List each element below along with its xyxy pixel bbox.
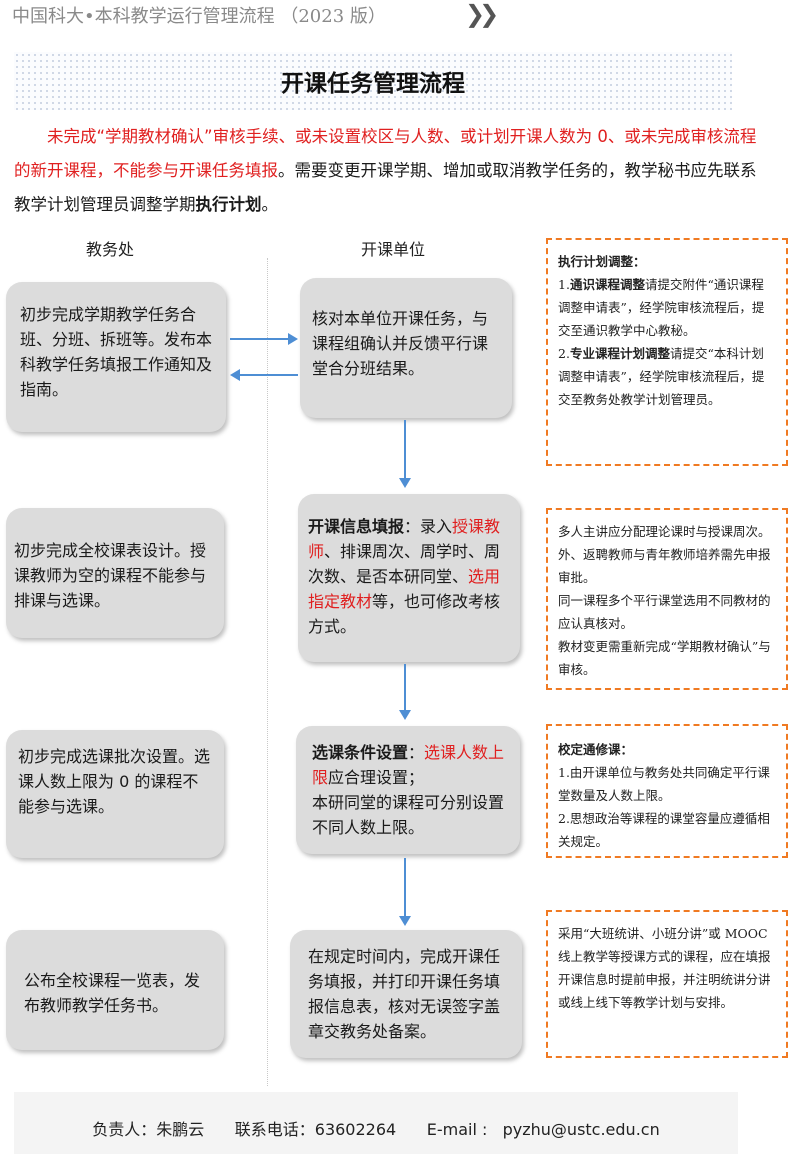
course-info-red-2: 选用指定教材 bbox=[308, 567, 501, 611]
left-box-selection-batch: 初步完成选课批次设置。选课人数上限为 0 的课程不能参与选课。 bbox=[6, 730, 224, 858]
page-title: 开课任务管理流程 bbox=[281, 71, 465, 97]
arrow-down-line-3 bbox=[404, 858, 406, 916]
note-item-number: 1. bbox=[558, 277, 570, 292]
note-plan-adjustment: 执行计划调整： 1.通识课程调整请提交附件“通识课程调整申请表”，经学院审核流程… bbox=[546, 238, 788, 466]
middle-box-course-info: 开课信息填报：录入授课教师、排课周次、周学时、周次数、是否本研同堂、选用指定教材… bbox=[298, 494, 520, 662]
note-line: 多人主讲应分配理论课时与授课周次。外、返聘教师与青年教师培养需先申报审批。 bbox=[558, 524, 771, 585]
intro-bold-text: 执行计划 bbox=[195, 195, 262, 214]
intro-warning-text: 未完成“学期教材确认”审核手续、或未设置校区与人数、或计划开课人数为 0、或未完… bbox=[14, 127, 757, 180]
column-divider bbox=[267, 258, 268, 1086]
arrow-down-icon bbox=[399, 478, 411, 488]
course-info-heading: 开课信息填报 bbox=[308, 517, 405, 536]
arrow-down-icon bbox=[399, 710, 411, 720]
intro-end-text: 。 bbox=[261, 195, 279, 214]
title-band bbox=[14, 52, 732, 110]
course-info-text-1: ：录入 bbox=[404, 517, 453, 536]
course-info-text-3: 等，也可修改考核方式。 bbox=[308, 592, 501, 636]
note-item-number: 2. bbox=[558, 346, 570, 361]
note-item-bold: 专业课程计划调整 bbox=[569, 346, 670, 361]
arrow-down-line-1 bbox=[404, 420, 406, 478]
selection-conditions-text-1: ： bbox=[408, 743, 425, 762]
column-heading-left: 教务处 bbox=[86, 240, 135, 259]
arrow-right-line bbox=[230, 338, 288, 340]
middle-box-selection-conditions: 选课条件设置：选课人数上限应合理设置； 本研同堂的课程可分别设置不同人数上限。 bbox=[296, 726, 520, 854]
selection-conditions-text-2: 应合理设置； bbox=[328, 768, 425, 787]
note-teacher-assignment: 多人主讲应分配理论课时与授课周次。外、返聘教师与青年教师培养需先申报审批。 同一… bbox=[546, 508, 788, 690]
selection-conditions-text-3: 本研同堂的课程可分别设置不同人数上限。 bbox=[312, 793, 505, 837]
note-required-courses-title: 校定通修课： bbox=[558, 742, 634, 757]
document-header-title: 中国科大•本科教学运行管理流程 （2023 版） bbox=[12, 6, 386, 27]
note-line: 同一课程多个平行课堂选用不同教材的应认真核对。 bbox=[558, 593, 771, 631]
footer-band bbox=[14, 1092, 738, 1154]
note-line: 教材变更需重新完成“学期教材确认”与审核。 bbox=[558, 639, 771, 677]
arrow-right-icon bbox=[288, 333, 298, 345]
left-box-schedule-design: 初步完成全校课表设计。授课教师为空的课程不能参与排课与选课。 bbox=[6, 508, 224, 638]
note-item-text: 请提交附件“通识课程调整申请表”，经学院审核流程后，提交至通识教学中心教秘。 bbox=[558, 277, 765, 338]
footer-contact: 负责人：朱鹏云 联系电话：63602264 E-mail : pyzhu@ust… bbox=[92, 1120, 660, 1139]
note-line: 2.思想政治等课程的课堂容量应遵循相关规定。 bbox=[558, 811, 770, 849]
note-teaching-mode: 采用“大班统讲、小班分讲”或 MOOC 线上教学等授课方式的课程，应在填报开课信… bbox=[546, 910, 788, 1058]
column-heading-middle: 开课单位 bbox=[361, 240, 426, 259]
intro-paragraph: 未完成“学期教材确认”审核手续、或未设置校区与人数、或计划开课人数为 0、或未完… bbox=[14, 120, 762, 222]
left-box-publish: 公布全校课程一览表，发布教师教学任务书。 bbox=[6, 930, 224, 1050]
middle-box-verify-tasks: 核对本单位开课任务，与课程组确认并反馈平行课堂合分班结果。 bbox=[300, 278, 512, 418]
left-box-task-setup: 初步完成学期教学任务合班、分班、拆班等。发布本科教学任务填报工作通知及指南。 bbox=[6, 282, 226, 432]
note-item-bold: 通识课程调整 bbox=[569, 277, 645, 292]
note-plan-adjustment-title: 执行计划调整： bbox=[558, 254, 646, 269]
intro-text: 。需要变更开课学期、增加或取消教学任务的，教学秘书应先联系教学计划管理员调整学期 bbox=[14, 161, 757, 214]
note-required-courses: 校定通修课： 1.由开课单位与教务处共同确定平行课堂数量及人数上限。 2.思想政… bbox=[546, 724, 788, 858]
middle-box-submit-filing: 在规定时间内，完成开课任务填报，并打印开课任务填报信息表，核对无误签字盖章交教务… bbox=[290, 930, 522, 1058]
arrow-left-line bbox=[240, 374, 298, 376]
note-item-text: 请提交“本科计划调整申请表”，经学院审核流程后，提交至教务处教学计划管理员。 bbox=[558, 346, 765, 407]
double-chevron-right-icon: ❯❯ bbox=[465, 0, 499, 28]
arrow-left-icon bbox=[230, 369, 240, 381]
note-line: 1.由开课单位与教务处共同确定平行课堂数量及人数上限。 bbox=[558, 765, 770, 803]
course-info-red-1: 授课教师 bbox=[308, 517, 501, 561]
course-info-text-2: 、排课周次、周学时、周次数、是否本研同堂、 bbox=[308, 542, 501, 586]
arrow-down-icon bbox=[399, 916, 411, 926]
arrow-down-line-2 bbox=[404, 664, 406, 710]
selection-conditions-heading: 选课条件设置 bbox=[312, 743, 409, 762]
selection-conditions-red: 选课人数上限 bbox=[312, 743, 505, 787]
